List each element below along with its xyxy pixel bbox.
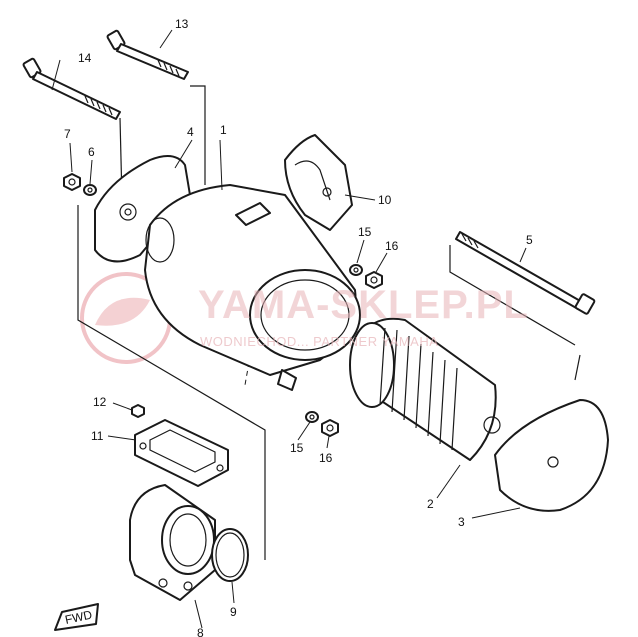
callout-16-lower: 16	[319, 451, 333, 465]
callout-8: 8	[197, 626, 204, 637]
heat-shield-10	[284, 134, 353, 231]
silencer-core-2	[349, 317, 501, 461]
callout-15-upper: 15	[358, 225, 372, 239]
callout-numbers: 1 2 3 4 5 6 7 8 9 10 11 12 13 14 15 15 1…	[64, 17, 533, 637]
callout-10: 10	[378, 193, 392, 207]
callout-2: 2	[427, 497, 434, 511]
callout-7: 7	[64, 127, 71, 141]
washer-6	[83, 184, 97, 196]
end-cap-3	[494, 399, 609, 512]
exhaust-joint-8	[129, 484, 216, 601]
callout-9: 9	[230, 605, 237, 619]
callout-16-upper: 16	[385, 239, 399, 253]
callout-1: 1	[220, 123, 227, 137]
bolt-12	[131, 404, 145, 418]
watermark-text: YAMA-SKLEP.PL WODNIECHOD... PARTNER YAMA…	[198, 283, 529, 349]
bolt-5	[455, 231, 596, 315]
bracket-4	[94, 155, 191, 263]
nut-16-upper	[365, 271, 383, 289]
watermark-brand: YAMA-SKLEP.PL	[198, 283, 529, 327]
washer-15-upper	[349, 264, 363, 276]
callout-12: 12	[93, 395, 107, 409]
muffler-body-1	[144, 184, 361, 391]
callout-leader-lines	[51, 29, 527, 629]
callout-13: 13	[175, 17, 189, 31]
gasket-11	[134, 419, 229, 487]
nut-16-lower	[321, 419, 339, 437]
callout-6: 6	[88, 145, 95, 159]
fwd-direction-marker: FWD	[54, 603, 99, 631]
washer-15-lower	[305, 411, 319, 423]
nut-7	[63, 173, 81, 191]
callout-3: 3	[458, 515, 465, 529]
callout-15-lower: 15	[290, 441, 304, 455]
bolt-13	[106, 29, 189, 80]
callout-5: 5	[526, 233, 533, 247]
callout-11: 11	[91, 429, 104, 443]
callout-14: 14	[78, 51, 92, 65]
o-ring-9	[211, 528, 249, 582]
callout-4: 4	[187, 125, 194, 139]
watermark-tagline: WODNIECHOD... PARTNER YAMAHA	[200, 334, 438, 349]
fwd-label: FWD	[64, 607, 94, 626]
bolt-14	[22, 57, 121, 120]
